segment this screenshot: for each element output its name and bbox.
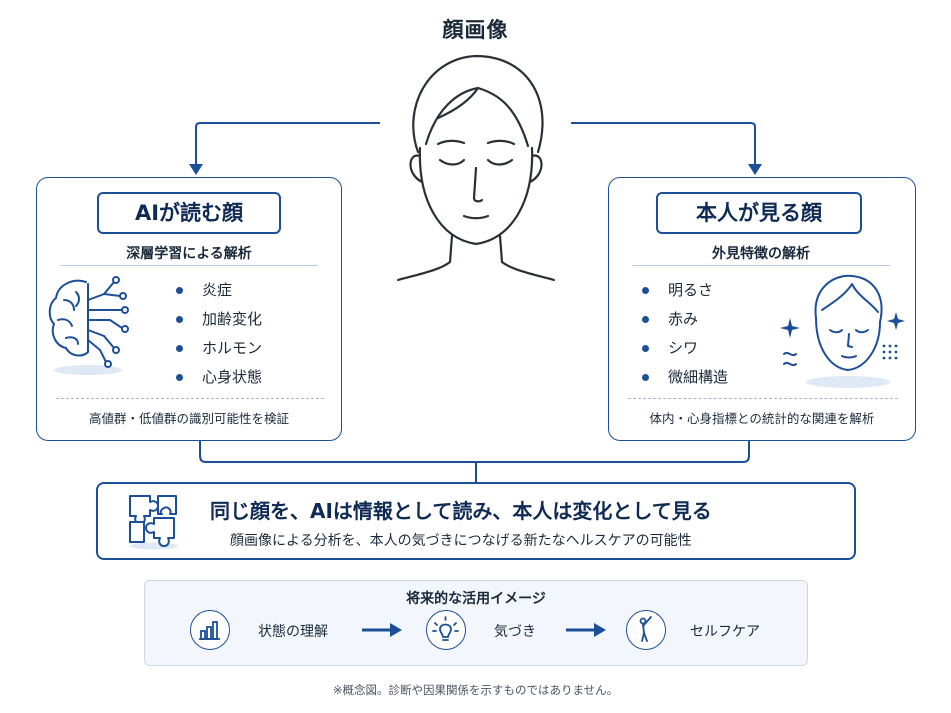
future-use-box: [144, 580, 808, 666]
list-item-label: シワ: [668, 339, 699, 357]
right-arrow-line: [571, 122, 756, 166]
bullet-icon: [176, 345, 183, 352]
merge-line: [199, 441, 750, 463]
summary-headline: 同じ顔を、AIは情報として読み、本人は変化として見る: [210, 499, 712, 523]
list-item-label: 心身状態: [202, 368, 263, 386]
arrow-right-icon: [566, 623, 606, 637]
face-illustration: [396, 54, 556, 282]
list-item: 微細構造: [642, 363, 792, 392]
step-label: 状態の理解: [258, 624, 328, 640]
step-icon-circle: [626, 610, 666, 650]
lightbulb-icon: [432, 616, 459, 641]
bullet-icon: [642, 287, 649, 294]
page-title: 顔画像: [442, 18, 509, 42]
subtitle-divider: [60, 265, 318, 266]
ai-face-card-title: AIが読む顔: [97, 192, 281, 234]
list-item-label: 明るさ: [668, 281, 714, 299]
ai-face-feature-list: 炎症 加齢変化 ホルモン 心身状態: [176, 276, 336, 392]
step-icon-circle: [190, 610, 230, 650]
bullet-icon: [642, 374, 649, 381]
bullet-icon: [642, 345, 649, 352]
list-item-label: 赤み: [668, 310, 699, 328]
left-arrow-line: [195, 122, 380, 166]
list-item: シワ: [642, 334, 792, 363]
step-label: 気づき: [494, 624, 536, 640]
bullet-icon: [176, 316, 183, 323]
brain-circuit-icon: [48, 276, 129, 375]
self-view-card-footer: 体内・心身指標との統計的な関連を解析: [649, 411, 875, 426]
arrow-right-icon: [362, 623, 402, 637]
self-view-card-title: 本人が見る顔: [656, 192, 862, 234]
self-view-feature-list: 明るさ 赤み シワ 微細構造: [642, 276, 792, 392]
bar-chart-icon: [199, 621, 220, 640]
list-item: 心身状態: [176, 363, 336, 392]
stretching-person-icon: [639, 616, 652, 642]
ai-face-card-subtitle: 深層学習による解析: [126, 246, 252, 262]
list-item: 炎症: [176, 276, 336, 305]
face-sparkle-icon: [780, 274, 905, 388]
step-icon-circle: [426, 610, 466, 650]
summary-box: [96, 482, 856, 560]
list-item: 赤み: [642, 305, 792, 334]
list-item: 加齢変化: [176, 305, 336, 334]
self-view-card-subtitle: 外見特徴の解析: [712, 246, 810, 262]
card-divider: [628, 398, 898, 399]
bullet-icon: [642, 316, 649, 323]
card-divider: [56, 398, 324, 399]
list-item-label: 加齢変化: [202, 310, 263, 328]
future-use-title: 将来的な活用イメージ: [406, 591, 546, 607]
ai-face-card-footer: 高値群・低値群の識別可能性を検証: [88, 411, 289, 426]
summary-subtext: 顔画像による分析を、本人の気づきにつなげる新たなヘルスケアの可能性: [230, 533, 692, 549]
list-item-label: ホルモン: [202, 339, 263, 357]
puzzle-icon: [129, 495, 178, 550]
left-arrowhead: [189, 164, 203, 175]
right-arrowhead: [748, 164, 762, 175]
bullet-icon: [176, 287, 183, 294]
step-label: セルフケア: [690, 624, 760, 640]
list-item-label: 微細構造: [668, 368, 729, 386]
disclaimer-note: ※概念図。診断や因果関係を示すものではありません。: [332, 683, 619, 697]
bullet-icon: [176, 374, 183, 381]
list-item: 明るさ: [642, 276, 792, 305]
subtitle-divider: [632, 265, 890, 266]
list-item-label: 炎症: [202, 281, 233, 299]
list-item: ホルモン: [176, 334, 336, 363]
